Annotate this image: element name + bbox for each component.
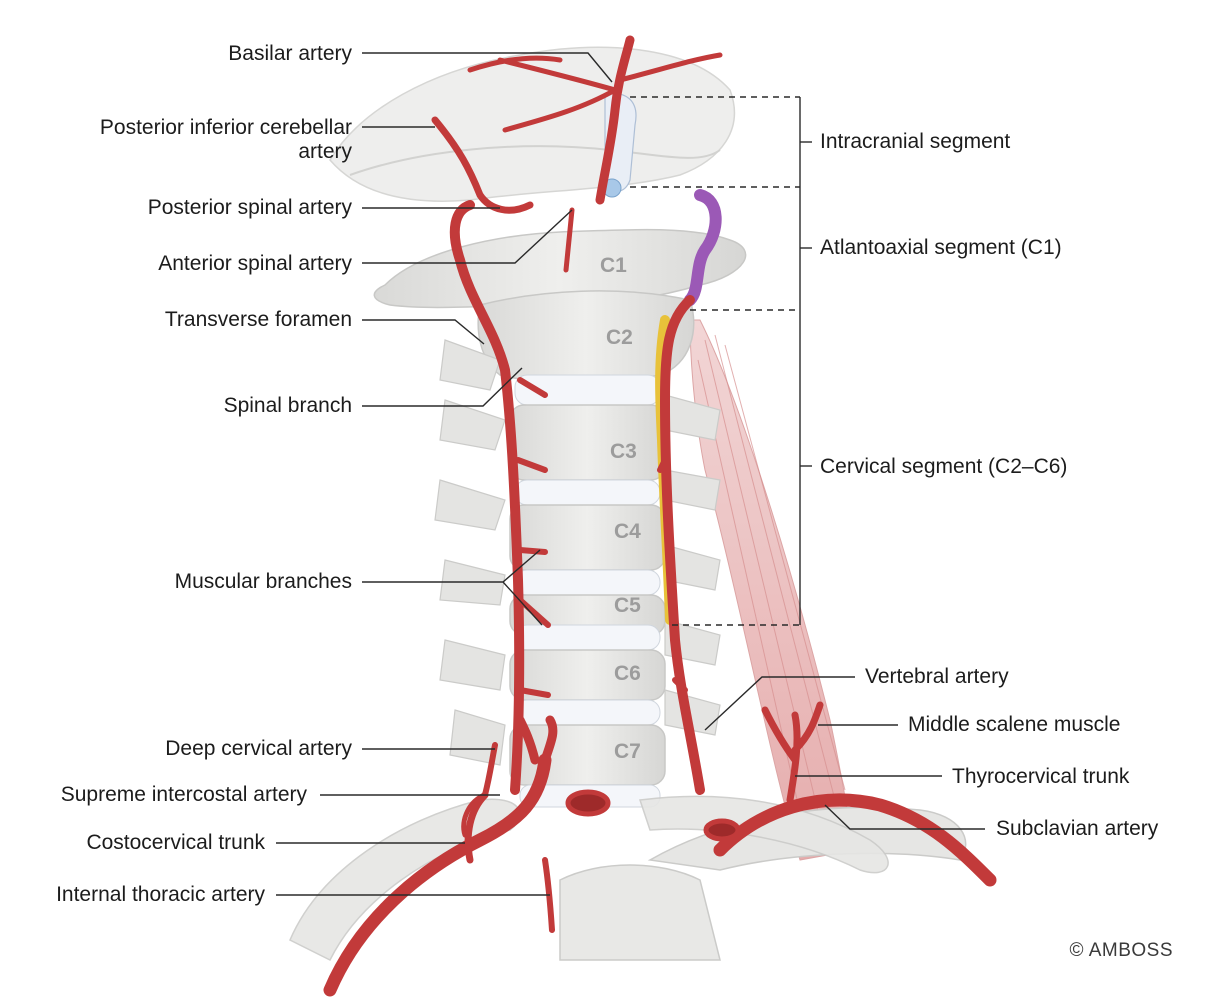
label-deep-cervical-artery: Deep cervical artery xyxy=(165,737,352,760)
leader-anterior-spinal xyxy=(362,209,573,264)
vertebra-c4 xyxy=(509,504,666,571)
vertebra-label-c6: C6 xyxy=(614,662,641,685)
supreme-intercostal-artery xyxy=(461,792,488,838)
vertebra-label-c4: C4 xyxy=(614,520,641,543)
leader-lines-right xyxy=(704,676,985,830)
disc-c3-c4 xyxy=(514,479,661,506)
segment-brackets xyxy=(630,96,812,626)
carotid-left xyxy=(515,715,558,765)
vertebra-label-c7: C7 xyxy=(614,740,641,763)
label-transverse-foramen: Transverse foramen xyxy=(164,308,352,331)
spinal-column xyxy=(373,93,747,808)
vertebra-label-c3: C3 xyxy=(610,440,637,463)
pica xyxy=(431,116,534,214)
occipital-ridge xyxy=(349,145,721,176)
leader-spinal-branch xyxy=(362,367,523,407)
vertebra-label-c5: C5 xyxy=(614,594,641,617)
first-rib-left xyxy=(289,798,521,962)
disc-c4-c5 xyxy=(514,569,661,596)
vertebra-label-c2: C2 xyxy=(606,326,633,349)
label-supreme-intercostal-artery: Supreme intercostal artery xyxy=(60,783,307,806)
brachiocephalic-stump xyxy=(565,789,611,817)
copyright-credit: © AMBOSS xyxy=(1069,940,1173,961)
leader-transverse-foramen xyxy=(362,319,485,345)
label-internal-thoracic-artery: Internal thoracic artery xyxy=(56,883,265,906)
internal-thoracic-artery xyxy=(542,857,555,933)
vertebral-artery-left xyxy=(449,200,525,795)
label-spinal-branch: Spinal branch xyxy=(223,394,352,417)
label-basilar-artery: Basilar artery xyxy=(228,42,352,65)
branch-c4 xyxy=(517,547,548,555)
label-pica-line2: artery xyxy=(298,140,352,163)
ligament-purple xyxy=(684,189,722,306)
label-pica-line1: Posterior inferior cerebellar xyxy=(99,116,352,139)
label-intracranial-segment: Intracranial segment xyxy=(820,130,1011,153)
branch-c3 xyxy=(515,457,548,473)
label-costocervical-trunk: Costocervical trunk xyxy=(86,831,265,854)
label-anterior-spinal-artery: Anterior spinal artery xyxy=(158,252,352,275)
left-processes xyxy=(434,339,506,766)
basilar-artery xyxy=(595,35,635,205)
label-muscular-branches: Muscular branches xyxy=(174,570,352,593)
label-thyrocervical-trunk: Thyrocervical trunk xyxy=(952,765,1130,788)
branch-c5 xyxy=(517,597,551,628)
label-cervical-segment: Cervical segment (C2–C6) xyxy=(820,455,1068,478)
disc-c5-c6 xyxy=(514,624,661,651)
leader-lines-left xyxy=(276,52,613,896)
label-atlantoaxial-segment: Atlantoaxial segment (C1) xyxy=(820,236,1062,259)
branch-c2 xyxy=(517,377,548,398)
scalene-fibers xyxy=(697,334,846,836)
leader-vertebral xyxy=(704,676,855,731)
vertebral-artery-right xyxy=(659,295,705,795)
label-vertebral-artery: Vertebral artery xyxy=(865,665,1009,688)
branch-right-c3 xyxy=(657,457,668,473)
leader-basilar xyxy=(362,52,613,83)
vertebra-label-c1: C1 xyxy=(600,254,627,277)
leader-muscular xyxy=(362,549,543,626)
arteries xyxy=(323,35,997,997)
subclavian-artery-right xyxy=(713,793,997,887)
label-middle-scalene-muscle: Middle scalene muscle xyxy=(908,713,1121,736)
anterior-spinal-artery xyxy=(563,207,575,273)
branch-right-c6 xyxy=(672,677,688,693)
thyrocervical-trunk xyxy=(761,701,824,804)
disc-c6-c7 xyxy=(514,699,661,726)
leader-subclavian xyxy=(824,804,985,830)
label-subclavian-artery: Subclavian artery xyxy=(996,817,1159,840)
left-carotid-stump xyxy=(703,818,741,842)
branch-c6 xyxy=(517,687,551,698)
cerebral-branches xyxy=(467,52,723,133)
manubrium xyxy=(559,864,721,961)
label-posterior-spinal-artery: Posterior spinal artery xyxy=(147,196,352,219)
